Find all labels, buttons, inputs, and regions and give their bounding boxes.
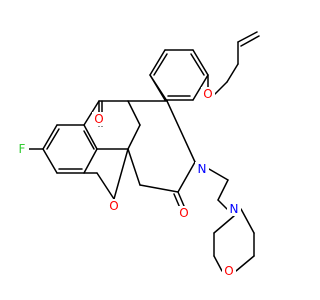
lactam-nitrogen-label: N (198, 162, 207, 176)
aromatic-bond (149, 74, 166, 101)
single-bond (139, 184, 179, 193)
double-bond-inner (153, 53, 168, 76)
lactam-carbonyl-bond (177, 191, 185, 207)
single-bond (213, 255, 223, 272)
morpholine-nitrogen-label: N (230, 202, 239, 216)
aromatic-bond (83, 148, 98, 174)
single-bond (96, 172, 115, 200)
lactam-carbonyl-double-bond (173, 193, 181, 209)
atom-ketone-oxygen: O (92, 112, 106, 126)
double-bond-inner (83, 130, 95, 150)
double-bond-inner (46, 128, 60, 150)
aromatic-bond (42, 148, 58, 174)
atom-ether-oxygen: O (201, 87, 215, 101)
double-bond-inner (190, 53, 205, 76)
aromatic-bond (42, 124, 58, 150)
single-bond (214, 81, 228, 95)
single-bond (83, 100, 100, 126)
aromatic-bond (192, 49, 209, 76)
single-bond (240, 208, 255, 234)
single-bond (113, 148, 129, 200)
molecule-canvas: F O O O N N O (15, 31, 260, 278)
single-bond (217, 199, 228, 210)
atom-lactam-oxygen: O (177, 206, 191, 220)
allyl-double-bond-inner (240, 35, 260, 47)
fluorine-label: F (19, 142, 26, 156)
ether-oxygen-label: O (203, 87, 212, 101)
single-bond (127, 100, 141, 126)
single-bond (226, 63, 239, 83)
aromatic-bond (149, 49, 166, 76)
single-bond (166, 100, 196, 163)
single-bond (127, 124, 141, 150)
aromatic-bond (192, 74, 209, 101)
molecule-structure: F O O O N N O (15, 31, 260, 278)
atom-morpholine-oxygen: O (222, 264, 236, 278)
atom-label-layer: F O O O N N O (15, 87, 241, 278)
single-bond (217, 179, 229, 201)
allyl-double-bond (237, 31, 258, 43)
ring-oxygen-label: O (109, 199, 118, 213)
single-bond (208, 168, 229, 181)
aromatic-bond (83, 124, 98, 150)
single-bond (177, 161, 196, 193)
lactam-oxygen-label: O (179, 206, 188, 220)
atom-fluorine: F (15, 142, 29, 156)
atom-lactam-nitrogen: N (195, 162, 209, 176)
single-bond (235, 255, 255, 272)
ketone-oxygen-label: O (94, 112, 103, 126)
atom-morpholine-nitrogen: N (227, 202, 241, 216)
morpholine-oxygen-label: O (224, 264, 233, 278)
atom-ring-oxygen: O (107, 199, 121, 213)
single-bond (127, 148, 141, 186)
single-bond (213, 215, 235, 234)
bond-layer (28, 31, 260, 272)
